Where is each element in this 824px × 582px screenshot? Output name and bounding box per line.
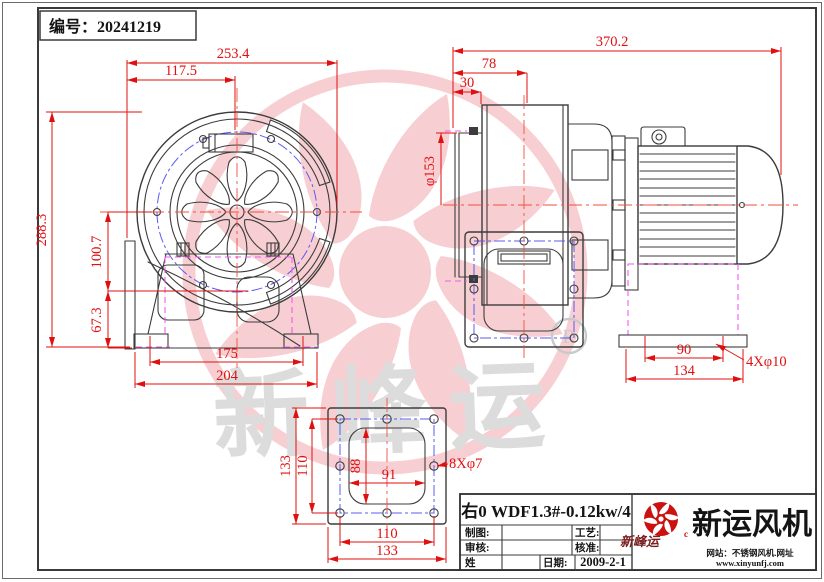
- dim-flange-bolt-h: 110: [376, 526, 397, 542]
- dim-flange-holes: 8Xφ7: [449, 456, 482, 472]
- front-view: [100, 88, 362, 368]
- watermark-registered-icon: R: [550, 317, 588, 355]
- dim-front-mid-height: 100.7: [89, 236, 105, 269]
- serial-number-text: 编号：20241219: [49, 17, 161, 36]
- dim-front-total-width: 253.4: [217, 46, 250, 62]
- dim-side-base-width: 134: [673, 363, 696, 379]
- side-view: [443, 95, 798, 358]
- company-site-line1: 网站：不锈钢风机.网址: [706, 548, 794, 558]
- company-name: 新运风机: [692, 508, 812, 541]
- dim-flange-bolt-v: 110: [295, 455, 311, 476]
- side-view-dimensions: 370.2 78 30 φ153 90 134 4Xφ10: [422, 34, 787, 383]
- dim-side-flange-depth: 30: [460, 75, 475, 91]
- title-block-label-process: 工艺:: [575, 526, 600, 539]
- dim-flange-outer-v: 133: [278, 455, 294, 477]
- dim-flange-opening-h: 91: [382, 467, 397, 483]
- title-block-model: 右0 WDF1.3#-0.12kw/4: [461, 501, 631, 521]
- company-site-line2: www.xinyunfj.com: [716, 558, 784, 568]
- dim-front-base-height: 67.3: [89, 307, 105, 332]
- dim-flange-outer-h: 133: [376, 543, 398, 559]
- dim-side-base-hole-span: 90: [677, 342, 692, 358]
- title-block: 右0 WDF1.3#-0.12kw/4 制图: 审核: 姓 工艺: 核准: 日期…: [459, 493, 817, 571]
- dim-front-base-width: 204: [216, 368, 239, 384]
- front-view-dimensions: 253.4 117.5 288.3 100.7 67.3 175 204: [34, 46, 338, 388]
- title-block-date-value: 2009-2-1: [580, 555, 626, 569]
- title-block-label-audit: 审核:: [465, 541, 490, 554]
- title-block-label-name: 姓: [465, 556, 476, 569]
- serial-number-box: 编号：20241219: [39, 10, 197, 41]
- title-block-label-date: 日期:: [543, 556, 568, 569]
- brand-mark-text: c: [684, 529, 688, 539]
- dim-front-foot-span: 175: [216, 346, 238, 362]
- watermark-brand-text: 新峰运: [211, 352, 569, 471]
- dim-front-inlet-offset: 117.5: [165, 63, 197, 79]
- dim-side-total-length: 370.2: [596, 34, 629, 50]
- dim-side-inlet-depth: 78: [482, 56, 497, 72]
- dim-side-inlet-diameter: φ153: [422, 156, 438, 186]
- title-block-label-draft: 制图:: [465, 526, 490, 539]
- dim-side-base-holes: 4Xφ10: [746, 354, 787, 370]
- flange-view-dimensions: 133 110 88 91 8Xφ7 110 133: [278, 407, 482, 563]
- dim-flange-opening-v: 88: [348, 459, 364, 474]
- title-block-label-approve: 核准:: [575, 541, 600, 554]
- dim-front-total-height: 288.3: [34, 214, 50, 247]
- watermark-registered-letter: R: [562, 326, 576, 348]
- brand-script-text: 新峰运: [620, 534, 661, 549]
- company-logo-icon: [642, 502, 680, 536]
